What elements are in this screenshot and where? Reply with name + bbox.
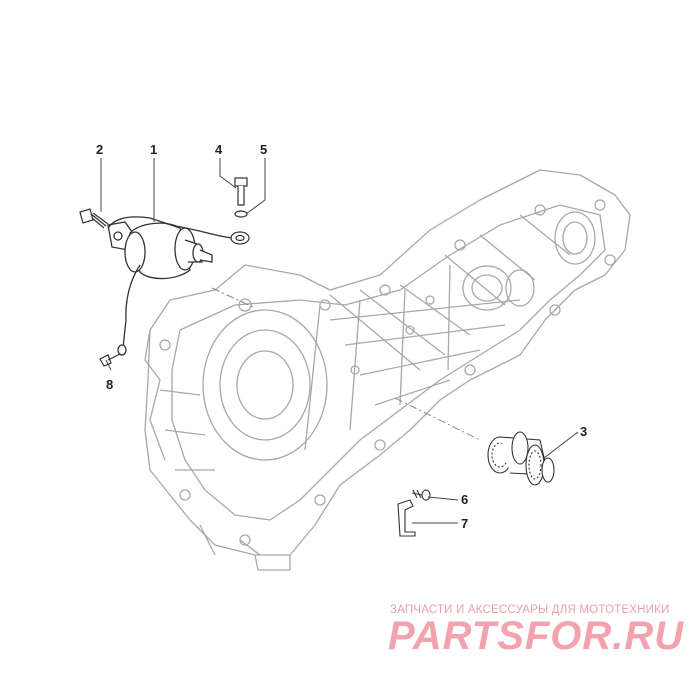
callout-3: 3 bbox=[580, 424, 587, 439]
washer-small bbox=[234, 210, 248, 218]
leader-lines bbox=[100, 158, 579, 524]
bolt-top bbox=[234, 177, 248, 206]
callout-5: 5 bbox=[260, 142, 267, 157]
callout-7: 7 bbox=[461, 516, 468, 531]
screw-starter bbox=[79, 208, 109, 229]
crankcase bbox=[144, 169, 631, 571]
callout-1: 1 bbox=[150, 142, 157, 157]
screw-clip bbox=[411, 489, 431, 501]
callout-6: 6 bbox=[461, 492, 468, 507]
screw-cable bbox=[99, 353, 121, 367]
watermark-logo: PARTSFOR.RU bbox=[388, 614, 685, 658]
callout-4: 4 bbox=[215, 142, 223, 157]
gear-assembly bbox=[487, 431, 555, 486]
starter-motor bbox=[107, 216, 233, 356]
callout-2: 2 bbox=[96, 142, 103, 157]
watermark-tagline: ЗАПЧАСТИ И АКСЕССУАРЫ ДЛЯ МОТОТЕХНИКИ bbox=[390, 604, 670, 616]
clip bbox=[397, 499, 416, 537]
washer-ring bbox=[230, 231, 250, 245]
callout-8: 8 bbox=[106, 377, 113, 392]
